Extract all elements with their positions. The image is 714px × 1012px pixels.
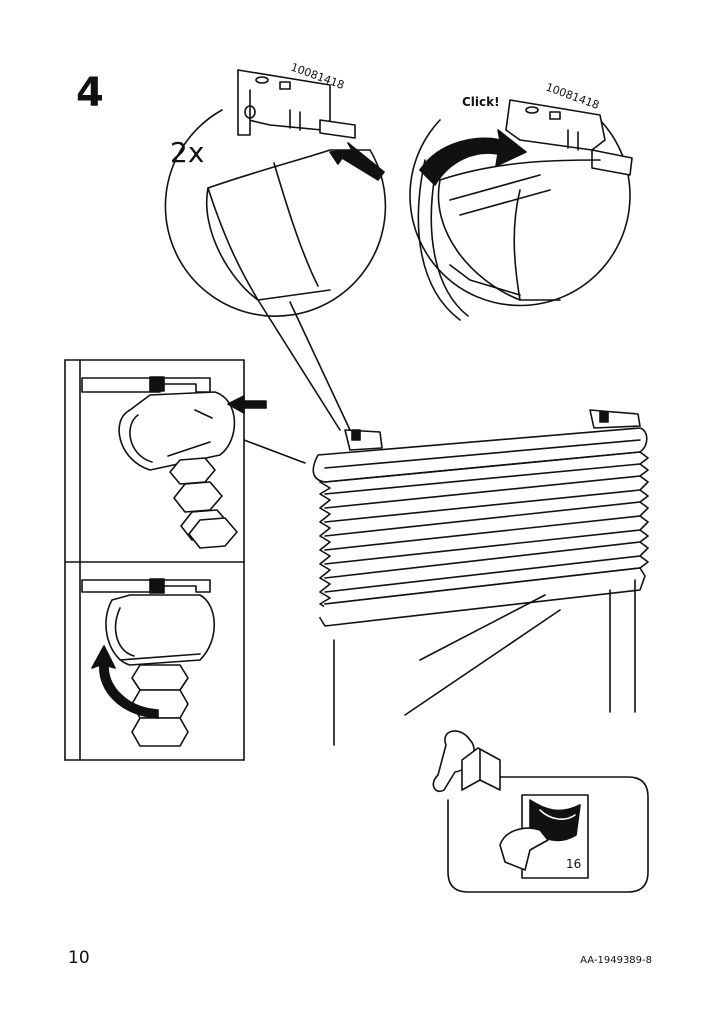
reading-person-icon (432, 730, 501, 793)
reference-box (432, 730, 649, 893)
arrow-icon (329, 142, 385, 181)
quantity-label: 2x (170, 136, 204, 169)
click-label: Click! (462, 95, 500, 109)
page-number: 10 (68, 948, 90, 968)
detail-circle-right (409, 99, 633, 321)
profile-inset-panel (64, 359, 306, 761)
hand-turning-page-icon (499, 827, 549, 871)
pleated-blind (312, 409, 649, 746)
arrow-icon (227, 395, 267, 414)
curved-arrow-icon (419, 129, 527, 186)
detail-circle-left (164, 69, 387, 431)
step-number: 4 (76, 70, 104, 116)
bracket (237, 69, 356, 139)
curved-arrow-icon (91, 645, 159, 719)
document-code: AA-1949389-8 (580, 955, 652, 966)
reference-page-number: 16 (566, 857, 581, 871)
